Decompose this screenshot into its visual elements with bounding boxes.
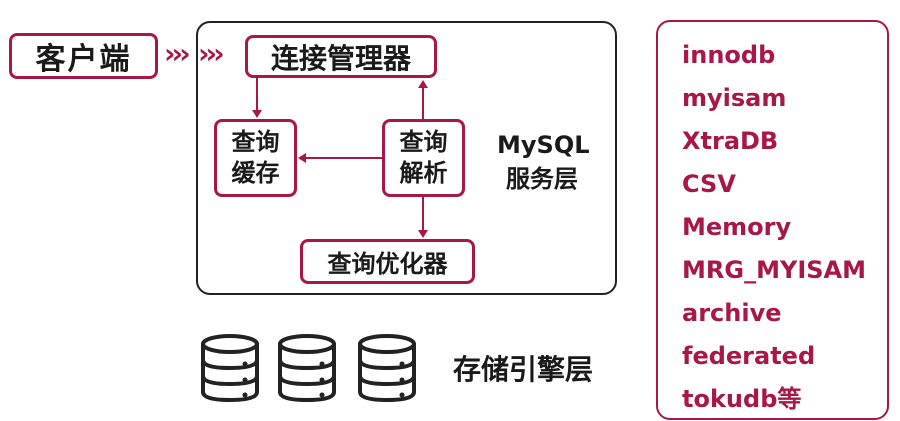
query-cache-label-line1: 查询 [231,128,280,156]
query-cache-box: 查询 缓存 [214,119,297,197]
storage-engines-list: innodb myisam XtraDB CSV Memory MRG_MYIS… [656,20,889,420]
query-optimizer-box: 查询优化器 [300,239,475,284]
query-parser-label-line2: 解析 [399,159,448,187]
arrowhead-down-icon [418,230,428,238]
query-parser-box: 查询 解析 [382,119,465,197]
server-layer-label-line1: MySQL [497,131,590,159]
connection-manager-label: 连接管理器 [270,41,411,75]
engine-item-tokudb: tokudb等 [682,385,802,413]
query-cache-label-line2: 缓存 [231,159,280,187]
engine-item-myisam: myisam [682,84,787,112]
query-parser-label-line1: 查询 [399,128,448,156]
client-box: 客户端 [9,33,158,79]
query-optimizer-label: 查询优化器 [327,250,448,278]
database-icon [358,334,416,402]
engine-item-mrg-myisam: MRG_MYISAM [682,256,866,284]
arrowhead-up-icon [418,80,428,88]
engine-item-innodb: innodb [682,41,776,69]
chevron-arrow-icon: ››› [164,37,191,70]
chevron-arrow-icon: ››› [198,37,225,70]
database-icon [201,334,259,402]
connection-manager-box: 连接管理器 [245,35,437,78]
storage-layer-label: 存储引擎层 [453,353,594,386]
client-label: 客户端 [35,42,132,77]
engine-item-memory: Memory [682,213,792,241]
engine-item-csv: CSV [682,170,736,198]
engine-item-archive: archive [682,299,782,327]
server-layer-label-line2: 服务层 [506,165,578,193]
arrowhead-down-icon [252,110,262,118]
engine-item-federated: federated [682,342,816,370]
database-icon [278,334,336,402]
server-layer-label: MySQL 服务层 [497,128,590,196]
arrowhead-left-icon [298,153,306,163]
connector-arrows [252,78,428,238]
engine-item-xtradb: XtraDB [682,127,779,155]
